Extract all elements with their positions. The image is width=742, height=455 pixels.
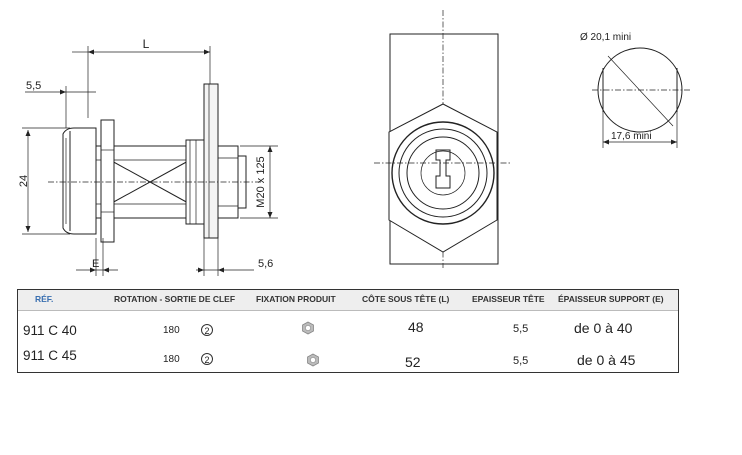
cutout-view: Ø 20,1 mini 17,6 mini: [580, 32, 690, 148]
row-ref: 911 C 40: [23, 323, 77, 338]
front-view: [374, 10, 512, 268]
dim-head-thickness: 5,5: [26, 80, 41, 92]
side-view: L 5,5 24: [18, 37, 278, 276]
dim-cutout-diameter: Ø 20,1 mini: [580, 32, 631, 43]
row-epaisseur-support: de 0 à 45: [577, 352, 636, 368]
header-epaisseur-tete: EPAISSEUR TÊTE: [472, 294, 545, 304]
dim-thread: M20 x 125: [255, 156, 267, 207]
row-ref: 911 C 45: [23, 348, 77, 363]
row-epaisseur-support: de 0 à 40: [574, 320, 633, 336]
row-epaisseur-tete: 5,5: [513, 355, 529, 367]
dim-cutout-flat: 17,6 mini: [611, 131, 652, 142]
header-rotation: ROTATION - SORTIE DE CLEF: [114, 294, 236, 304]
row-rotation: 180: [163, 354, 180, 365]
dim-washer: 5,6: [258, 258, 273, 270]
row-epaisseur-tete: 5,5: [513, 323, 529, 335]
header-epaisseur-support: ÉPAISSEUR SUPPORT (E): [558, 294, 664, 304]
header-ref: RÉF.: [35, 294, 54, 304]
row-rotation: 180: [163, 325, 180, 336]
header-cote: CÔTE SOUS TÊTE (L): [362, 294, 450, 304]
row-cote: 48: [408, 319, 424, 335]
header-fixation: FIXATION PRODUIT: [256, 294, 336, 304]
row-exit: 2: [201, 324, 213, 336]
nut-icon: [302, 321, 314, 335]
dim-length: L: [143, 37, 150, 51]
nut-icon: [307, 353, 319, 367]
row-exit: 2: [201, 353, 213, 365]
dim-support: E: [92, 258, 99, 270]
row-cote: 52: [405, 354, 421, 370]
technical-drawing: L 5,5 24: [18, 10, 690, 276]
table-header: RÉF. ROTATION - SORTIE DE CLEF FIXATION …: [18, 290, 678, 311]
dim-head-diameter: 24: [18, 175, 30, 187]
spec-table: RÉF. ROTATION - SORTIE DE CLEF FIXATION …: [17, 289, 679, 373]
